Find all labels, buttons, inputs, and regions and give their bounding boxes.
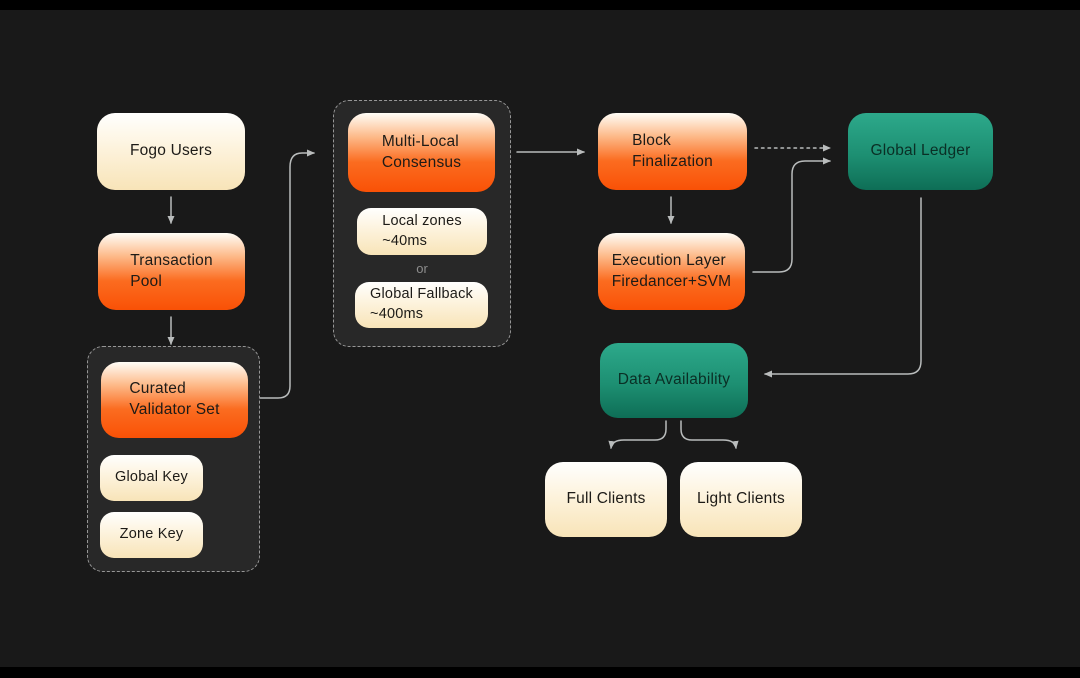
node-global-fallback-label: Global Fallback ~400ms — [370, 286, 473, 322]
node-execution-layer: Execution Layer Firedancer+SVM — [598, 233, 745, 310]
letterbox-bottom — [0, 667, 1080, 678]
node-data-availability: Data Availability — [600, 343, 748, 418]
node-block-finalization: Block Finalization — [598, 113, 747, 190]
node-multi-local-consensus: Multi-Local Consensus — [348, 113, 495, 192]
node-global-fallback: Global Fallback ~400ms — [355, 282, 488, 328]
node-zone-key: Zone Key — [100, 512, 203, 558]
node-full-clients-label: Full Clients — [566, 490, 646, 508]
node-full-clients: Full Clients — [545, 462, 667, 537]
node-global-ledger-label: Global Ledger — [870, 142, 971, 160]
node-fogo-users: Fogo Users — [97, 113, 245, 190]
edge-global-ledger-to-data-availability — [764, 197, 922, 378]
node-curated-validator-set: Curated Validator Set — [101, 362, 248, 438]
node-multi-local-consensus-label: Multi-Local Consensus — [381, 132, 462, 171]
node-fogo-users-label: Fogo Users — [129, 142, 213, 160]
node-block-finalization-label: Block Finalization — [632, 131, 713, 170]
edge-data-availability-to-light-clients — [680, 420, 739, 449]
edge-curated-validator-set-to-multi-local-consensus — [259, 149, 315, 399]
node-local-zones: Local zones ~40ms — [357, 208, 487, 255]
node-global-key: Global Key — [100, 455, 203, 501]
node-local-zones-label: Local zones ~40ms — [382, 212, 462, 249]
node-light-clients: Light Clients — [680, 462, 802, 537]
letterbox-top — [0, 0, 1080, 10]
node-transaction-pool: Transaction Pool — [98, 233, 245, 310]
node-transaction-pool-label: Transaction Pool — [130, 251, 213, 290]
node-global-key-label: Global Key — [115, 469, 188, 486]
or-connector-label: or — [416, 260, 428, 276]
edge-data-availability-to-full-clients — [608, 420, 667, 449]
node-curated-validator-set-label: Curated Validator Set — [129, 380, 220, 418]
node-zone-key-label: Zone Key — [119, 526, 184, 543]
node-global-ledger: Global Ledger — [848, 113, 993, 190]
node-light-clients-label: Light Clients — [697, 490, 785, 508]
node-data-availability-label: Data Availability — [617, 371, 731, 389]
node-execution-layer-label: Execution Layer Firedancer+SVM — [611, 251, 732, 290]
edge-execution-layer-to-global-ledger — [752, 157, 831, 273]
